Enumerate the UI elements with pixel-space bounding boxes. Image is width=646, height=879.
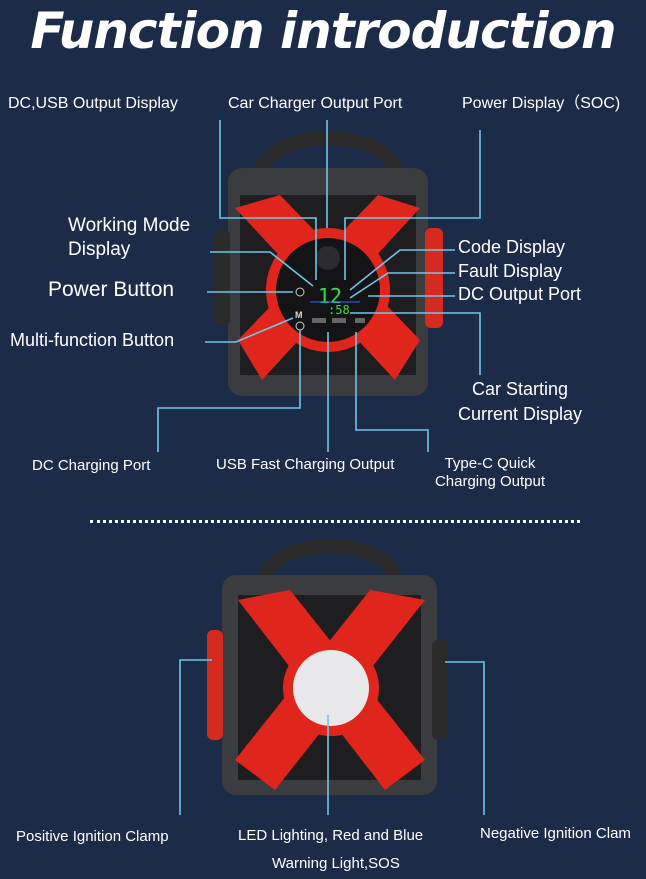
label-type-c-2: Charging Output <box>434 473 546 490</box>
label-type-c-1: Type-C Quick <box>444 455 536 472</box>
voltage-readout: 12 <box>318 284 342 308</box>
leader-lines <box>157 120 481 452</box>
label-multi-function-button: Multi-function Button <box>10 330 175 350</box>
top-jump-starter-device: 12 :58 M <box>214 130 443 396</box>
label-power-display: Power Display（SOC) <box>462 95 621 112</box>
bottom-jump-starter-device <box>207 538 448 795</box>
label-power-button: Power Button <box>48 278 175 301</box>
led-light <box>293 650 369 726</box>
label-car-starting-1: Car Starting <box>471 379 569 399</box>
mode-label: M <box>295 310 303 320</box>
red-cable <box>425 228 443 328</box>
page-title: Function introduction <box>30 2 616 60</box>
section-divider <box>90 520 580 523</box>
label-code-display: Code Display <box>458 237 566 257</box>
label-car-charger-output-port: Car Charger Output Port <box>228 95 403 112</box>
red-clamp-cable <box>207 630 223 740</box>
label-working-mode-display-2: Display <box>68 239 131 260</box>
power-button[interactable] <box>295 287 305 297</box>
label-fault-display: Fault Display <box>458 261 563 281</box>
label-dc-usb-output-display: DC,USB Output Display <box>8 95 178 112</box>
label-positive-ignition-clamp: Positive Ignition Clamp <box>16 828 169 845</box>
black-cable <box>214 230 230 325</box>
black-clamp-cable <box>432 640 448 740</box>
label-negative-ignition-clamp: Negative Ignition Clam <box>480 825 631 842</box>
label-dc-charging-port: DC Charging Port <box>32 457 151 474</box>
label-led-lighting-2: Warning Light,SOS <box>272 855 400 872</box>
label-usb-fast-charging: USB Fast Charging Output <box>216 456 395 473</box>
label-working-mode-display-1: Working Mode <box>68 215 191 236</box>
bottom-leader-lines <box>179 659 485 815</box>
label-led-lighting-1: LED Lighting, Red and Blue <box>238 827 424 844</box>
label-car-starting-2: Current Display <box>457 404 583 424</box>
current-readout: :58 <box>328 303 350 317</box>
label-dc-output-port: DC Output Port <box>458 284 582 304</box>
